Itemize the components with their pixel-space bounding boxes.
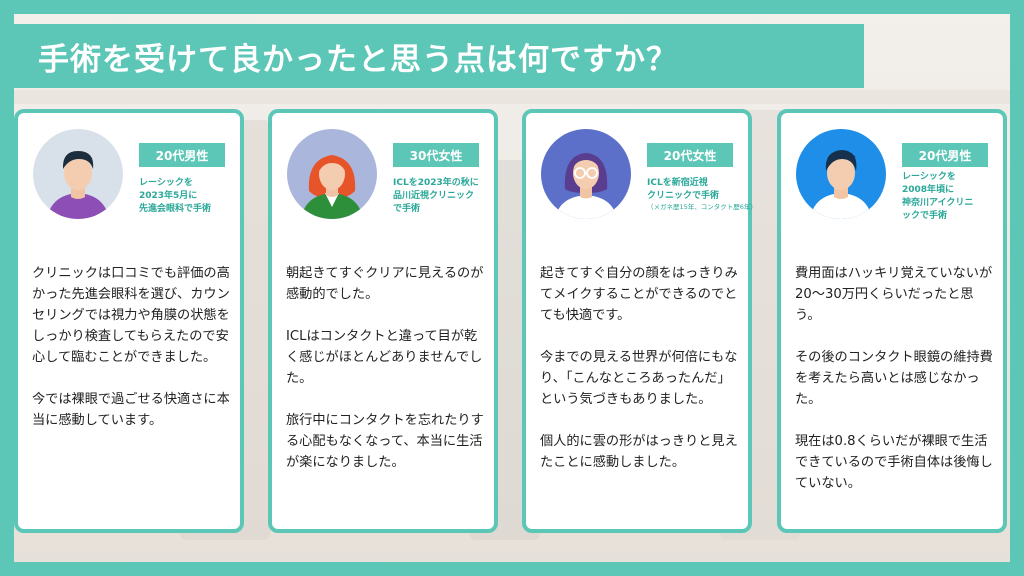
surgery-info-line: レーシックを (139, 178, 193, 188)
surgery-info-line: 2008年頃に (902, 185, 955, 195)
frame-left (0, 0, 14, 576)
surgery-info: レーシックを 2008年頃に 神奈川アイクリニ ックで手術 (902, 171, 1002, 223)
surgery-info: レーシックを 2023年5月に 先進会眼科で手術 (139, 177, 239, 216)
testimonial-card: 30代女性 ICLを2023年の秋に 品川近視クリニック で手術 朝起きてすぐク… (268, 109, 498, 533)
testimonial-paragraph: 現在は0.8くらいだが裸眼で生活できているので手術自体は後悔していない。 (795, 434, 993, 491)
woman-glasses-icon (541, 129, 631, 219)
testimonial-paragraph: 費用面はハッキリ覚えていないが20〜30万円くらいだったと思う。 (795, 266, 993, 323)
surgery-info-line: 先進会眼科で手術 (139, 204, 212, 214)
testimonial-card: 20代男性 レーシックを 2023年5月に 先進会眼科で手術 クリニックは口コミ… (14, 109, 244, 533)
testimonial-paragraph: 今では裸眼で過ごせる快適さに本当に感動しています。 (32, 392, 230, 428)
testimonial-card: 20代女性 ICLを新宿近視 クリニックで手術 （メガネ歴15年、コンタクト歴6… (522, 109, 757, 533)
surgery-info-note: （メガネ歴15年、コンタクト歴6年） (647, 203, 757, 211)
testimonial-paragraph: 起きてすぐ自分の顔をはっきりみてメイクすることができるのでとても快適です。 (540, 266, 738, 323)
testimonial-text: 費用面はハッキリ覚えていないが20〜30万円くらいだったと思う。 その後のコンタ… (795, 263, 997, 494)
testimonial-paragraph: 今までの見える世界が何倍にもなり、「こんなところあったんだ」という気づきもありま… (540, 350, 738, 407)
testimonial-paragraph: 旅行中にコンタクトを忘れたりする心配もなくなって、本当に生活が楽になりました。 (286, 413, 484, 470)
surgery-info-line: ICLを新宿近視 (647, 178, 708, 188)
testimonial-text: クリニックは口コミでも評価の高かった先進会眼科を選び、カウンセリングでは視力や角… (32, 263, 234, 431)
surgery-info: ICLを2023年の秋に 品川近視クリニック で手術 (393, 177, 493, 216)
surgery-info-line: 品川近視クリニック (393, 191, 475, 201)
testimonial-paragraph: 朝起きてすぐクリアに見えるのが感動的でした。 (286, 266, 484, 302)
demographic-badge: 20代男性 (139, 143, 225, 167)
testimonial-paragraph: ICLはコンタクトと違って目が乾く感じがほとんどありませんでした。 (286, 329, 483, 386)
surgery-info-line: レーシックを (902, 172, 956, 182)
surgery-info: ICLを新宿近視 クリニックで手術 （メガネ歴15年、コンタクト歴6年） (647, 177, 757, 212)
testimonial-paragraph: クリニックは口コミでも評価の高かった先進会眼科を選び、カウンセリングでは視力や角… (32, 266, 230, 365)
title-bar: 手術を受けて良かったと思う点は何ですか？ (14, 24, 864, 88)
testimonial-paragraph: その後のコンタクト眼鏡の維持費を考えたら高いとは感じなかった。 (795, 350, 993, 407)
surgery-info-line: ICLを2023年の秋に (393, 178, 479, 188)
man-dark-hair-purple-shirt-icon (33, 129, 123, 219)
testimonial-card: 20代男性 レーシックを 2008年頃に 神奈川アイクリニ ックで手術 費用面は… (777, 109, 1007, 533)
surgery-info-line: ックで手術 (902, 211, 948, 221)
testimonial-paragraph: 個人的に雲の形がはっきりと見えたことに感動しました。 (540, 434, 738, 470)
surgery-info-line: 神奈川アイクリニ (902, 198, 974, 208)
demographic-badge: 20代男性 (902, 143, 988, 167)
background-shelf (0, 90, 1024, 104)
frame-right (1010, 0, 1024, 576)
surgery-info-line: 2023年5月に (139, 191, 198, 201)
surgery-info-line: クリニックで手術 (647, 191, 720, 201)
testimonial-text: 朝起きてすぐクリアに見えるのが感動的でした。 ICLはコンタクトと違って目が乾く… (286, 263, 488, 473)
frame-top (0, 0, 1024, 14)
demographic-badge: 20代女性 (647, 143, 733, 167)
surgery-info-line: で手術 (393, 204, 421, 214)
frame-bottom (0, 562, 1024, 576)
testimonial-text: 起きてすぐ自分の顔をはっきりみてメイクすることができるのでとても快適です。 今ま… (540, 263, 742, 473)
demographic-badge: 30代女性 (393, 143, 479, 167)
page-title: 手術を受けて良かったと思う点は何ですか？ (38, 41, 678, 78)
man-blue-background-icon (796, 129, 886, 219)
woman-red-hair-green-jacket-icon (287, 129, 377, 219)
